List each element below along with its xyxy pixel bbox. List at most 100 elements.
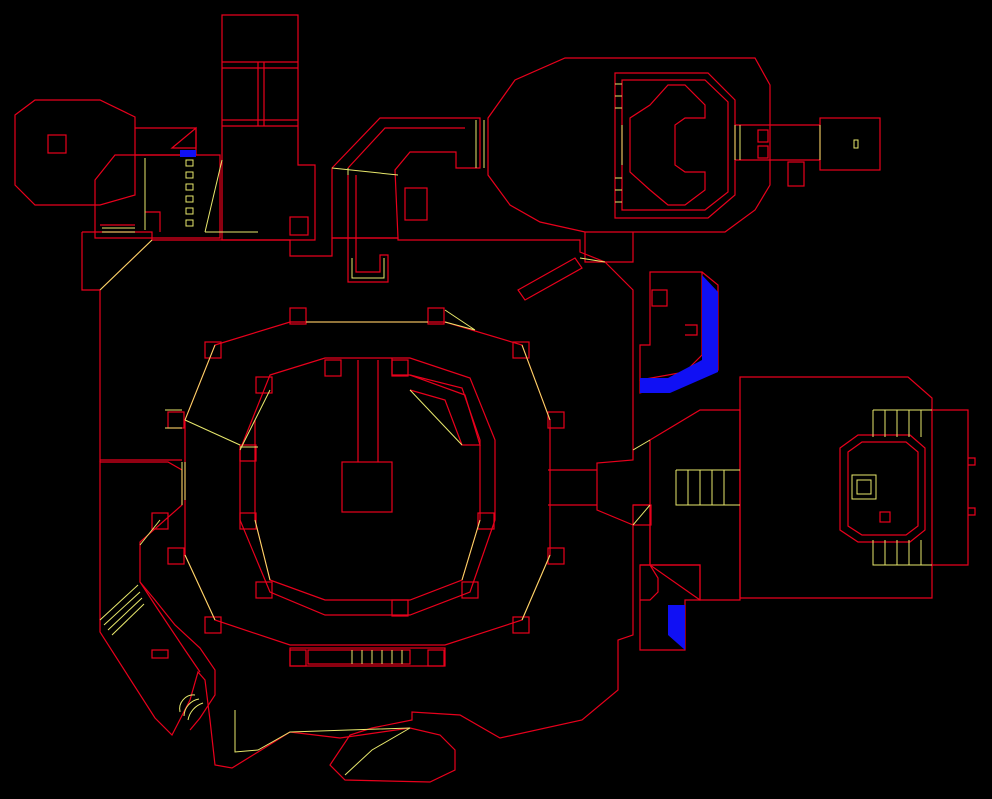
north-lift-inner: [351, 258, 385, 279]
main-hall-outer-boundary: [82, 231, 634, 783]
northwest-stair-5: [185, 207, 194, 215]
central-inner-ring: [239, 357, 496, 616]
northeast-round-room: [487, 57, 771, 233]
special-floor-areas: [180, 150, 718, 650]
east-side-notch: [968, 457, 976, 516]
west-gate: [165, 409, 182, 429]
east-pool-box: [651, 289, 668, 307]
northeast-east-box-a: [757, 129, 769, 143]
east-passage-yellow: [632, 439, 651, 526]
ring-ledge-ne: [444, 309, 476, 331]
south-bridge-steps: [351, 650, 403, 664]
central-corridor-north: [357, 360, 379, 462]
east-chamber-south: [633, 504, 701, 601]
northeast-inner-core: [629, 84, 706, 206]
ring-pillar-sw2: [204, 616, 222, 634]
northeast-inner-frame-2: [621, 79, 729, 211]
northeast-inner-frame: [614, 72, 736, 219]
north-lift-channel: [347, 175, 389, 283]
southwest-switch: [151, 649, 169, 659]
north-crate: [289, 216, 309, 236]
inner-ramp-yellow: [409, 389, 463, 446]
north-center-box: [404, 187, 428, 221]
northeast-east-box-b: [757, 145, 769, 159]
northeast-gate: [475, 120, 485, 168]
ring-pillar-s2: [427, 649, 445, 667]
north-ramp-diag: [204, 159, 223, 233]
east-pool-liquid: [640, 275, 718, 393]
northwest-hall: [94, 154, 221, 239]
east-upper-stairs: [872, 409, 932, 437]
east-lower-room: [639, 564, 701, 651]
inner-pillar-w: [239, 444, 257, 462]
east-side-bays: [932, 409, 969, 566]
north-center-bend: [347, 127, 465, 169]
central-pedestal: [341, 461, 393, 513]
south-bridge-inner: [307, 649, 411, 665]
inner-pillar-nw: [255, 376, 273, 394]
southwest-stairs: [99, 584, 145, 636]
height-change-lines: [99, 83, 932, 776]
inner-pillar-w2: [239, 512, 257, 530]
ring-pillar-nw: [204, 341, 222, 359]
northeast-east-corridor: [735, 124, 820, 161]
ring-pillar-n2: [427, 307, 445, 325]
northwest-ledge: [145, 211, 161, 232]
northwest-stair-2: [185, 171, 194, 179]
ring-pillar-e: [547, 411, 565, 429]
northeast-inner-rails: [621, 125, 741, 165]
southwest-diag: [139, 519, 161, 546]
east-stairs-west: [675, 469, 740, 506]
east-altar-switch-inner: [856, 479, 872, 495]
northeast-ramp: [517, 257, 583, 301]
east-pool-notch: [685, 324, 698, 336]
northwest-wedge: [170, 126, 197, 149]
east-lower-stairs: [872, 540, 932, 566]
west-pillar: [47, 134, 67, 154]
ring-pillar-s1: [289, 649, 307, 667]
northeast-annex: [819, 117, 881, 171]
east-door-west: [632, 504, 652, 526]
central-inner-ring-2: [254, 358, 481, 601]
east-lower-liquid: [668, 605, 685, 650]
southwest-curl: [179, 694, 204, 721]
inner-pillar-s: [391, 599, 409, 617]
ring-pillar-se2: [512, 616, 530, 634]
east-lower-arch: [640, 564, 659, 601]
northeast-annex-marker: [853, 139, 859, 149]
north-tower: [221, 14, 316, 241]
north-tower-rung-2: [222, 119, 298, 127]
northeast-annex-step: [787, 161, 805, 187]
northeast-stair-w: [615, 83, 622, 203]
ring-pillar-n1: [289, 307, 307, 325]
ring-pillar-se1: [547, 547, 565, 565]
southwest-curve: [139, 581, 216, 731]
inner-ramp-ne: [409, 374, 481, 446]
ring-pillar-ne: [512, 341, 530, 359]
ring-pillar-w: [167, 411, 185, 429]
west-corridor-step: [181, 462, 186, 505]
northwest-stair-1: [185, 159, 194, 167]
east-main-room: [739, 376, 933, 599]
main-hall-diag: [99, 239, 153, 291]
inner-pillar-se: [461, 581, 479, 599]
east-pool-room: [639, 271, 703, 381]
inner-pillar-sw: [255, 581, 273, 599]
ring-pillar-sw1: [167, 547, 185, 565]
north-tower-divider: [257, 62, 265, 126]
east-passage: [548, 469, 597, 506]
north-tower-rung-1: [222, 61, 298, 69]
northwest-stair-4: [185, 195, 194, 203]
south-bridge: [289, 647, 446, 667]
south-floor-line: [234, 710, 411, 776]
northwest-step-bars: [102, 227, 135, 233]
north-center-step: [331, 167, 399, 176]
northwest-switch-panel: [180, 150, 196, 157]
inner-pillar-e: [477, 512, 495, 530]
solid-wall-lines: [14, 14, 976, 783]
east-altar-switch-outer: [851, 474, 877, 500]
northeast-south-neck: [584, 232, 634, 263]
west-octagon-room: [14, 99, 136, 206]
east-altar-frame: [839, 434, 926, 543]
